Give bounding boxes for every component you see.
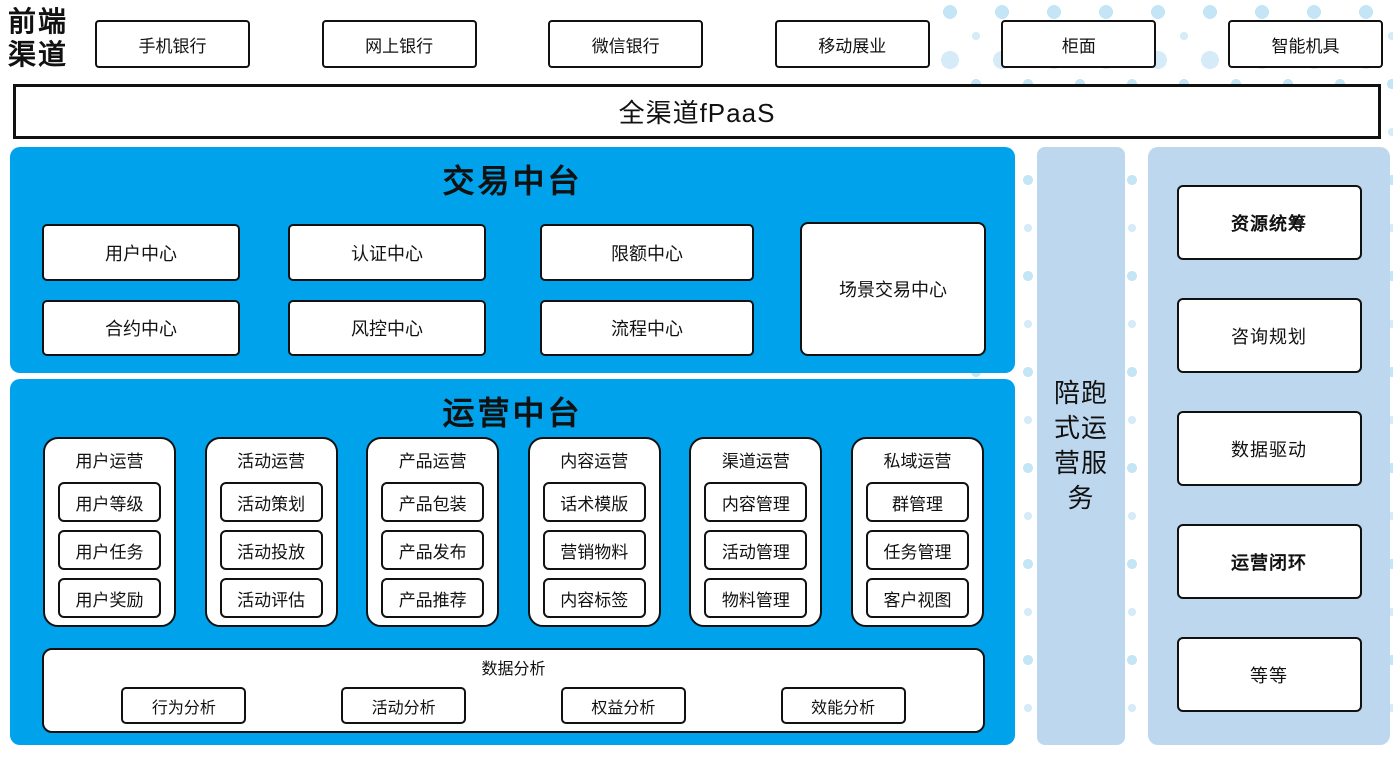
- channel-box-counter: 柜面: [1001, 20, 1157, 68]
- channel-box-mobile-marketing: 移动展业: [774, 20, 930, 68]
- operation-item: 话术模版: [542, 482, 646, 522]
- right-panel-box-resource-coordination: 资源统筹: [1176, 185, 1362, 260]
- operation-item: 物料管理: [704, 578, 808, 618]
- center-box-contract: 合约中心: [42, 300, 240, 356]
- operation-column-content: 内容运营 话术模版 营销物料 内容标签: [527, 437, 661, 627]
- operation-column-list: 内容管理 活动管理 物料管理: [704, 482, 808, 618]
- data-analysis-strip: 数据分析 行为分析 活动分析 权益分析 效能分析: [42, 648, 985, 733]
- center-box-authentication: 认证中心: [288, 224, 486, 281]
- channel-box-online-banking: 网上银行: [321, 20, 477, 68]
- data-analysis-title: 数据分析: [481, 661, 546, 678]
- operation-column-user: 用户运营 用户等级 用户任务 用户奖励: [43, 437, 176, 627]
- operation-column-title: 用户运营: [75, 452, 144, 471]
- analysis-box-efficiency: 效能分析: [780, 687, 906, 724]
- center-box-limit: 限额中心: [540, 224, 754, 281]
- operation-item: 产品推荐: [381, 578, 485, 618]
- channel-box-mobile-banking: 手机银行: [95, 20, 250, 68]
- operation-column-list: 话术模版 营销物料 内容标签: [542, 482, 646, 618]
- right-panel-box-data-driven: 数据驱动: [1176, 411, 1362, 486]
- operation-item: 活动投放: [219, 530, 323, 570]
- analysis-box-activity: 活动分析: [341, 687, 467, 724]
- analysis-box-rights: 权益分析: [560, 687, 686, 724]
- operation-item: 活动评估: [219, 578, 323, 618]
- accompanying-operation-service-strip: 陪跑式运营服务: [1037, 147, 1125, 745]
- right-panel-box-consulting-planning: 咨询规划: [1176, 298, 1362, 373]
- operation-item: 内容标签: [542, 578, 646, 618]
- operation-column-title: 渠道运营: [721, 452, 790, 471]
- operation-item: 群管理: [865, 482, 969, 522]
- operation-item: 任务管理: [865, 530, 969, 570]
- operation-column-list: 活动策划 活动投放 活动评估: [219, 482, 323, 618]
- operation-item: 用户奖励: [58, 578, 161, 618]
- right-service-panel: 资源统筹 咨询规划 数据驱动 运营闭环 等等: [1148, 147, 1390, 745]
- operation-column-title: 产品运营: [398, 452, 467, 471]
- operation-column-activity: 活动运营 活动策划 活动投放 活动评估: [204, 437, 338, 627]
- operation-column-list: 群管理 任务管理 客户视图: [865, 482, 969, 618]
- data-analysis-row: 行为分析 活动分析 权益分析 效能分析: [44, 687, 983, 724]
- transaction-platform-block: 交易中台 用户中心 认证中心 限额中心 合约中心 风控中心 流程中心 场景交易中…: [10, 147, 1015, 373]
- operation-item: 产品发布: [381, 530, 485, 570]
- center-box-risk-control: 风控中心: [288, 300, 486, 356]
- operation-item: 产品包装: [381, 482, 485, 522]
- operation-platform-title: 运营中台: [442, 395, 583, 431]
- center-box-user: 用户中心: [42, 224, 240, 281]
- operation-column-product: 产品运营 产品包装 产品发布 产品推荐: [366, 437, 500, 627]
- operation-item: 内容管理: [704, 482, 808, 522]
- operation-item: 用户等级: [58, 482, 161, 522]
- omni-channel-fpaas-bar: 全渠道fPaaS: [13, 84, 1381, 139]
- operation-platform-block: 运营中台 用户运营 用户等级 用户任务 用户奖励 活动运营 活动策划 活动投放 …: [10, 379, 1015, 745]
- operation-item: 活动管理: [704, 530, 808, 570]
- operation-column-title: 内容运营: [560, 452, 629, 471]
- frontend-channels-label: 前端渠道: [8, 7, 69, 72]
- frontend-channels-row: 手机银行 网上银行 微信银行 移动展业 柜面 智能机具: [95, 20, 1383, 68]
- operation-item: 营销物料: [542, 530, 646, 570]
- center-box-scene-transaction: 场景交易中心: [800, 222, 986, 356]
- operation-column-title: 私域运营: [883, 452, 952, 471]
- analysis-box-behavior: 行为分析: [121, 687, 247, 724]
- transaction-platform-title: 交易中台: [442, 163, 583, 199]
- operation-column-list: 用户等级 用户任务 用户奖励: [58, 482, 161, 618]
- right-panel-box-operation-loop: 运营闭环: [1176, 524, 1362, 599]
- operation-column-list: 产品包装 产品发布 产品推荐: [381, 482, 485, 618]
- channel-box-wechat-banking: 微信银行: [548, 20, 704, 68]
- channel-box-smart-devices: 智能机具: [1227, 20, 1383, 68]
- operation-column-private-domain: 私域运营 群管理 任务管理 客户视图: [850, 437, 984, 627]
- operation-column-title: 活动运营: [237, 452, 306, 471]
- operation-item: 活动策划: [219, 482, 323, 522]
- accompanying-operation-service-label: 陪跑式运营服务: [1053, 377, 1108, 514]
- operation-column-channel: 渠道运营 内容管理 活动管理 物料管理: [689, 437, 823, 627]
- center-box-process: 流程中心: [540, 300, 754, 356]
- right-panel-box-etc: 等等: [1176, 637, 1362, 712]
- operation-columns-row: 用户运营 用户等级 用户任务 用户奖励 活动运营 活动策划 活动投放 活动评估 …: [43, 437, 984, 627]
- operation-item: 客户视图: [865, 578, 969, 618]
- operation-item: 用户任务: [58, 530, 161, 570]
